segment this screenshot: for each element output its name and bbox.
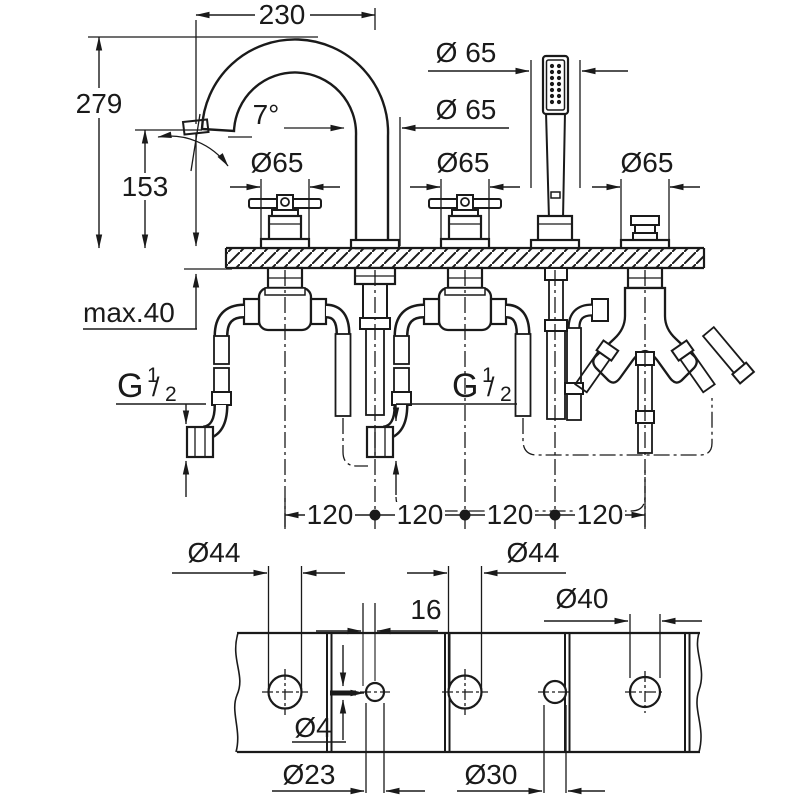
dim-7deg-label: 7° [253, 99, 280, 130]
dim-o44-right-label: Ø44 [507, 537, 560, 568]
dim-hole-diverter: Ø40 [544, 583, 702, 678]
dim-o30-label: Ø30 [465, 759, 518, 790]
dim-hole-shower: Ø30 [457, 705, 605, 795]
diverter-knob [619, 215, 671, 250]
spray-face-dots [549, 63, 562, 105]
plan-holes [262, 669, 665, 715]
dim-120-1-label: 120 [307, 499, 354, 530]
dim-hole-spout: Ø23 [272, 703, 425, 795]
dim-max-deck: max.40 [83, 268, 232, 330]
dim-o65-spout-label: Ø 65 [436, 94, 497, 125]
dim-hole-right-valve: Ø44 [407, 537, 566, 690]
dim-thread-center: G 1 / 2 [392, 364, 517, 495]
dim-left-handle-dia: Ø65 [230, 147, 340, 240]
dim-o65-right-label: Ø65 [437, 147, 490, 178]
dim-right-handle-dia: Ø65 [410, 147, 520, 240]
dim-120-2-label: 120 [397, 499, 444, 530]
dim-diverter-dia: Ø65 [592, 147, 700, 240]
thread-left-slash: / [152, 372, 160, 402]
dim-max40-label: max.40 [83, 297, 175, 328]
dim-o44-left-label: Ø44 [188, 537, 241, 568]
dim-120-3-label: 120 [487, 499, 534, 530]
valve-assembly-right [367, 268, 531, 457]
dim-16-label: 16 [410, 594, 441, 625]
valve-assembly-left [185, 266, 352, 459]
cross-handle-left [248, 194, 322, 250]
thread-left-g: G [117, 367, 143, 405]
thread-left-num: 1 [147, 364, 159, 387]
dim-pin-dia: Ø4 [292, 645, 365, 743]
dim-thread-left: G 1 / 2 [116, 364, 206, 497]
dim-120-4-label: 120 [577, 499, 624, 530]
dim-height-total: 279 [72, 36, 318, 249]
dim-height-outlet: 153 [119, 129, 202, 249]
dim-153-label: 153 [122, 171, 169, 202]
dim-o65-shower-label: Ø 65 [436, 37, 497, 68]
dim-spout-base-dia: Ø 65 [399, 94, 509, 246]
dim-o65-left-label: Ø65 [251, 147, 304, 178]
dim-spout-projection: 230 [195, 0, 376, 124]
dim-279-label: 279 [76, 88, 123, 119]
cross-handle-right [428, 194, 502, 250]
plan-view-deck [233, 631, 703, 754]
dim-hole-left-valve: Ø44 [172, 537, 345, 690]
thread-center-slash: / [487, 372, 495, 402]
dim-pin-offset: 16 [316, 594, 442, 686]
dim-o65-diverter-label: Ø65 [621, 147, 674, 178]
diverter-assembly [564, 266, 756, 454]
dim-o4-label: Ø4 [294, 712, 331, 743]
dim-230-label: 230 [259, 0, 306, 30]
dim-spacing-120: 120 120 120 120 [284, 498, 646, 530]
thread-center-den: 2 [500, 383, 512, 406]
handshower-shank [544, 267, 568, 420]
dim-o23-label: Ø23 [283, 759, 336, 790]
handshower [529, 54, 581, 250]
deck-section [224, 246, 706, 270]
dim-o40-label: Ø40 [556, 583, 609, 614]
thread-center-g: G [452, 367, 478, 405]
thread-center-num: 1 [482, 364, 494, 387]
thread-left-den: 2 [165, 383, 177, 406]
dim-handshower-base-dia: Ø 65 [428, 37, 628, 188]
dim-spout-angle: 7° [157, 99, 345, 167]
